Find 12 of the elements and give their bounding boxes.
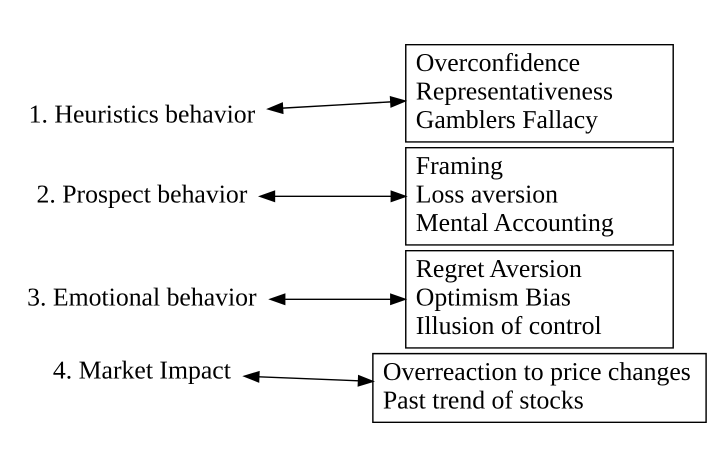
arrow	[258, 190, 408, 202]
node-text: 1. Heuristics behavior	[28, 99, 256, 128]
node-box: Overconfidence Representativeness Gamblers Fallacy	[405, 44, 674, 142]
node-text: 4. Market Impact	[52, 355, 231, 384]
arrow	[268, 292, 408, 305]
node-text: 2. Prospect behavior	[36, 179, 248, 208]
arrow	[266, 95, 408, 114]
node-box: Regret Aversion Optimism Bias Illusion of control	[405, 249, 674, 348]
node-box: Overreaction to price changes Past trend of stocks	[372, 352, 707, 422]
node-box: Framing Loss aversion Mental Accounting	[405, 146, 674, 246]
node-text: 3. Emotional behavior	[27, 282, 257, 312]
arrow	[242, 370, 375, 386]
